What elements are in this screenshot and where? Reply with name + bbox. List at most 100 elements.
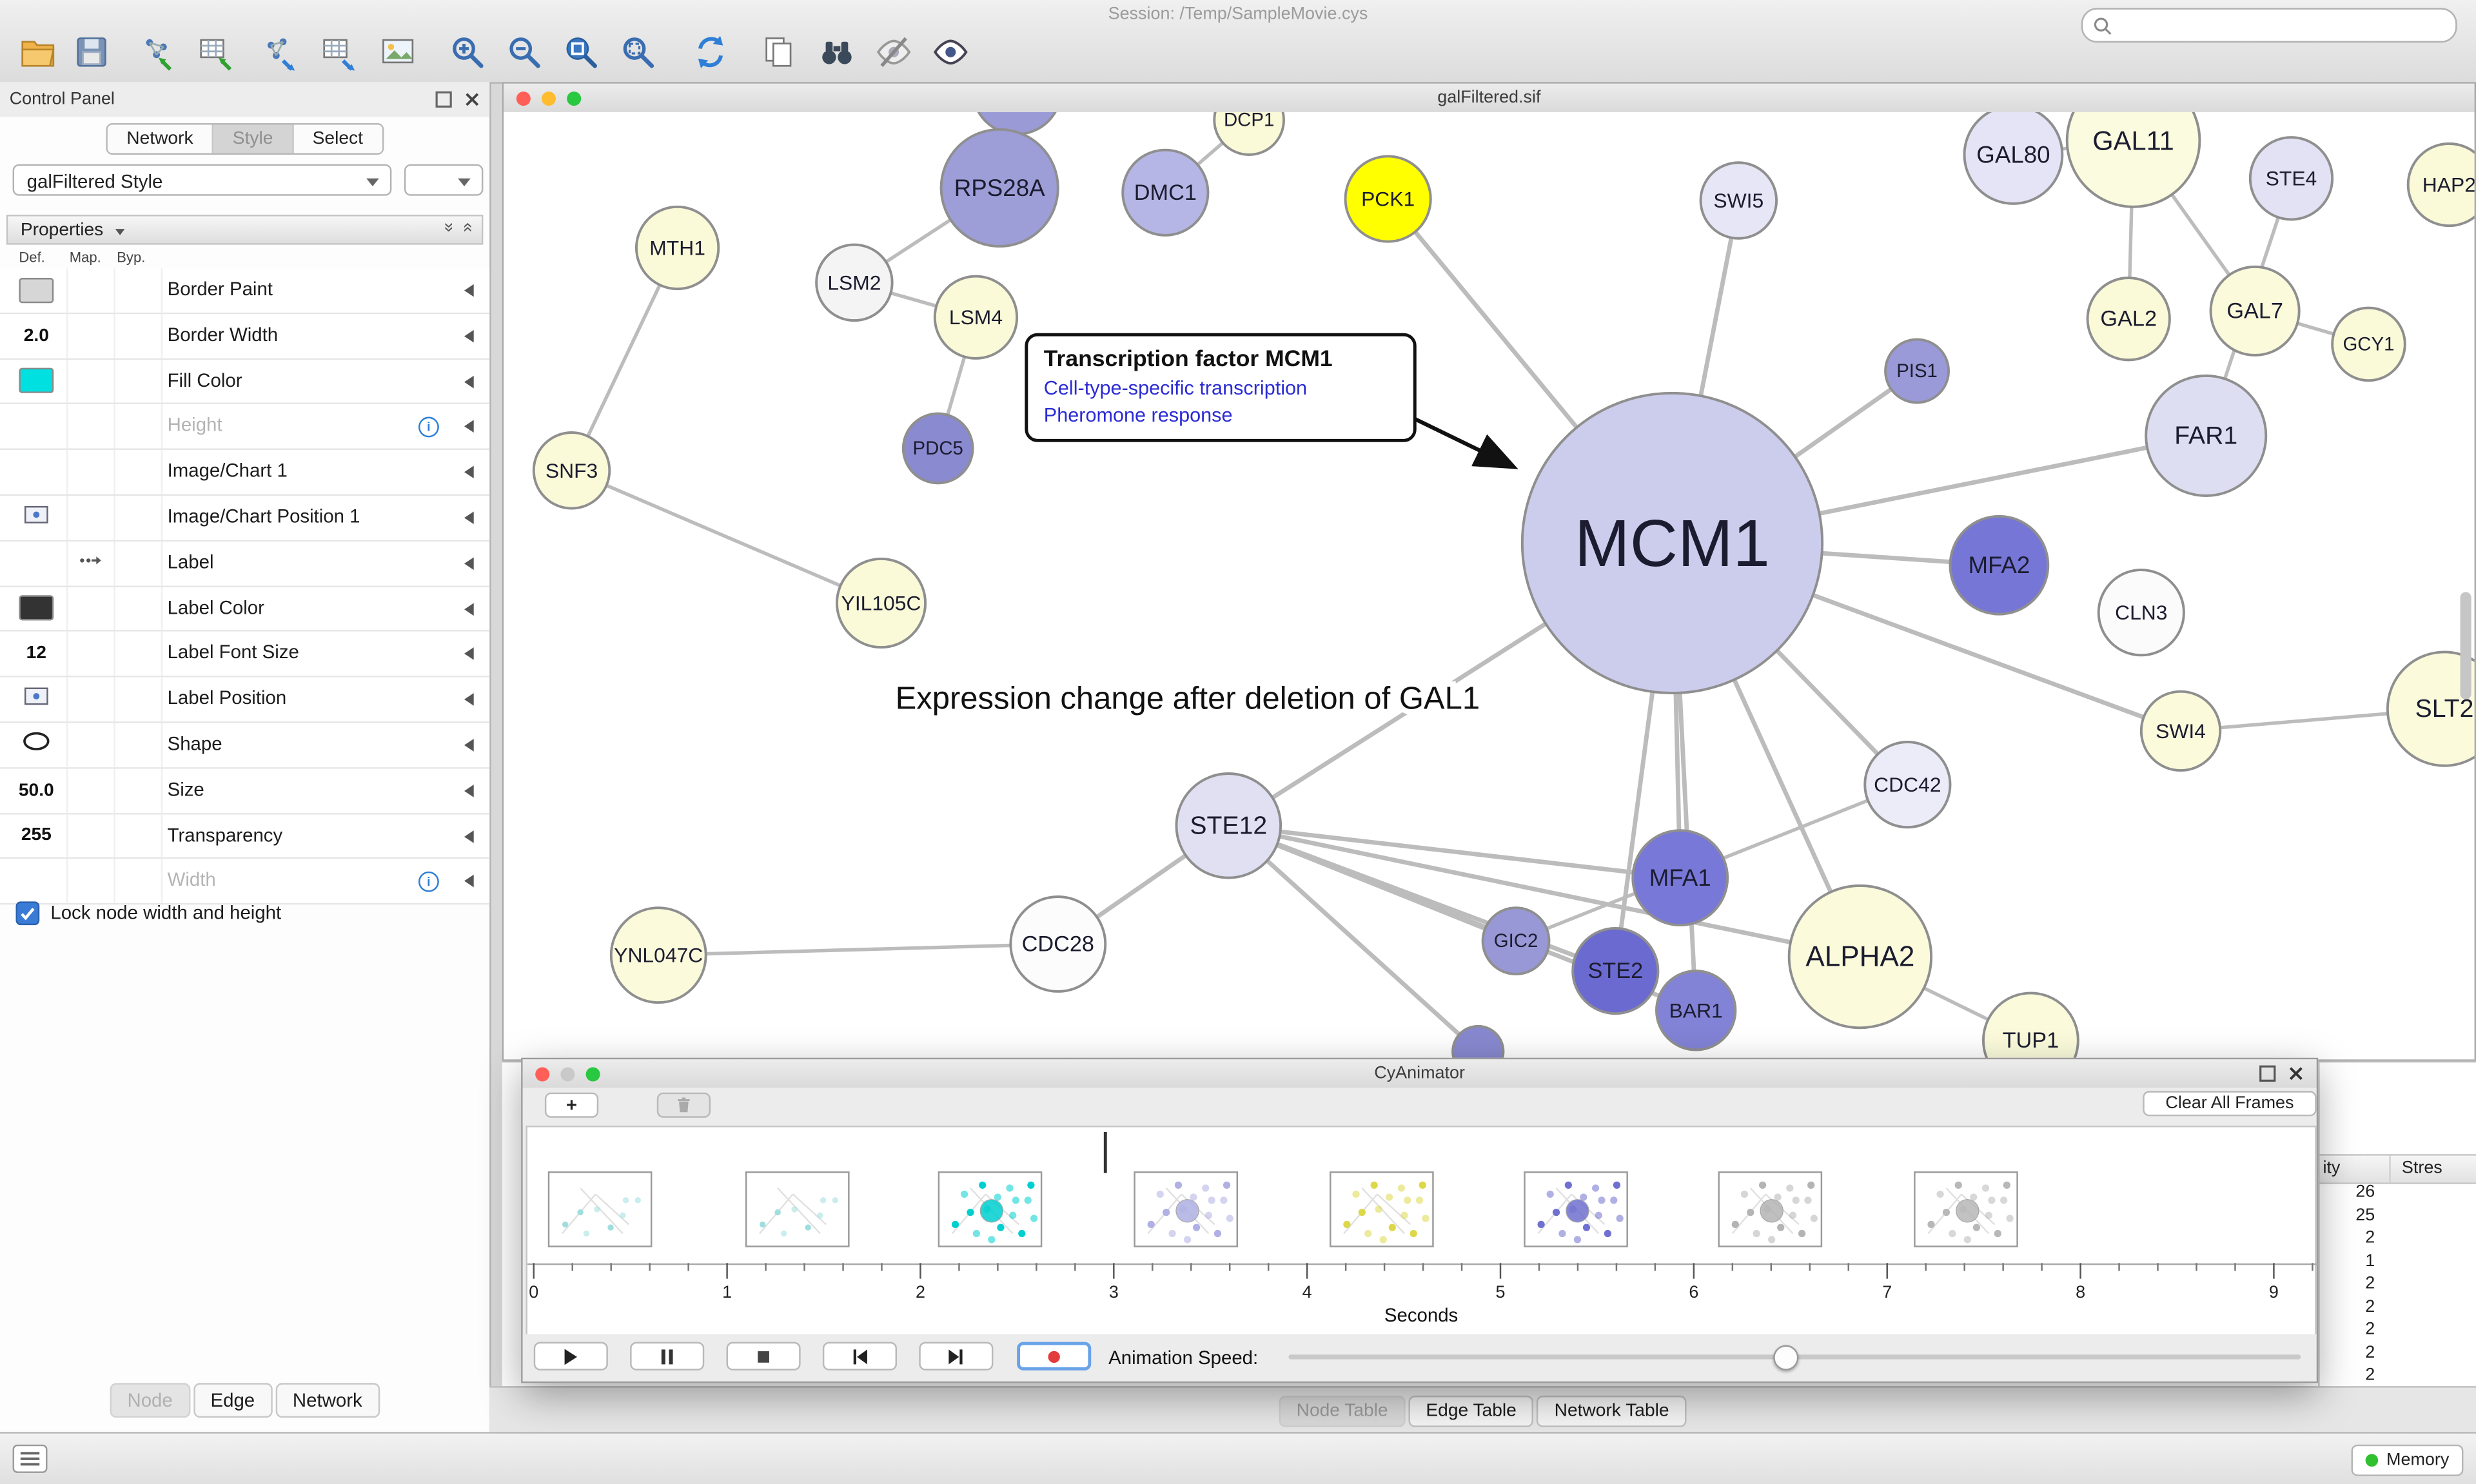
table-row[interactable]: 2 [2320,1343,2476,1366]
frame-thumbnail-7[interactable] [1914,1171,2018,1247]
info-icon[interactable]: i [418,416,439,437]
table-row[interactable]: 1 [2320,1251,2476,1274]
network-node-rps28a[interactable]: RPS28A [941,130,1058,246]
network-node-dmc1[interactable]: DMC1 [1123,150,1208,235]
bypass-cell[interactable] [113,450,162,494]
frame-thumbnail-4[interactable] [1330,1171,1434,1247]
expand-row-icon[interactable] [464,466,474,479]
network-node-bar1[interactable]: BAR1 [1656,971,1735,1050]
expand-row-icon[interactable] [464,830,474,843]
annotation-link[interactable]: Cell-type-specific transcription [1044,377,1398,399]
network-node-ynl047c[interactable]: YNL047C [611,908,706,1002]
bypass-cell[interactable] [113,768,162,812]
expand-row-icon[interactable] [464,875,474,888]
property-row-border-width[interactable]: 2.0Border Width [0,314,489,360]
network-node-p3[interactable] [1453,1026,1503,1059]
bypass-cell[interactable] [113,632,162,676]
property-row-image-chart-position-1[interactable]: Image/Chart Position 1 [0,496,489,542]
network-node-ste4[interactable]: STE4 [2250,137,2332,219]
info-icon[interactable]: i [418,871,439,892]
network-node-mfa2[interactable]: MFA2 [1950,516,2048,614]
expand-row-icon[interactable] [464,329,474,342]
property-row-label-color[interactable]: Label Color [0,587,489,632]
column-header-stress[interactable]: Stres [2402,1159,2442,1178]
property-row-shape[interactable]: Shape [0,723,489,769]
property-row-label-font-size[interactable]: 12Label Font Size [0,632,489,678]
mapping-cell[interactable] [66,587,115,630]
annotation-link[interactable]: Pheromone response [1044,404,1398,426]
mapping-cell[interactable] [66,541,115,585]
mapping-cell[interactable] [66,314,115,358]
close-panel-icon[interactable] [2285,1062,2307,1084]
bypass-cell[interactable] [113,723,162,767]
pause-button[interactable] [630,1342,704,1371]
default-value-cell[interactable] [6,496,68,540]
network-node-lsm4[interactable]: LSM4 [935,277,1017,358]
frame-thumbnail-2[interactable] [938,1171,1043,1247]
expand-row-icon[interactable] [464,284,474,297]
node-table-header[interactable]: ity Stres [2320,1154,2476,1184]
expand-row-icon[interactable] [464,648,474,661]
tab-node[interactable]: Node [110,1383,190,1418]
mapping-cell[interactable] [66,632,115,676]
bypass-cell[interactable] [113,814,162,858]
expand-row-icon[interactable] [464,511,474,524]
network-vertical-scrollbar[interactable] [2461,592,2471,699]
network-node-yil105c[interactable]: YIL105C [837,559,925,647]
expand-row-icon[interactable] [464,602,474,615]
property-row-label-position[interactable]: Label Position [0,678,489,723]
search-box[interactable] [2081,8,2457,43]
table-row[interactable]: 25 [2320,1206,2476,1229]
network-node-lsm2[interactable]: LSM2 [816,245,892,321]
delete-frame-button[interactable] [657,1093,711,1118]
export-image-icon[interactable] [379,33,420,74]
tab-network[interactable]: Network [275,1383,380,1418]
default-value-cell[interactable] [6,450,68,494]
table-row[interactable]: 26 [2320,1182,2476,1206]
expand-row-icon[interactable] [464,375,474,388]
tab-network-table[interactable]: Network Table [1537,1395,1687,1427]
network-node-cdc42[interactable]: CDC42 [1865,742,1950,827]
mapping-cell[interactable] [66,814,115,858]
mapping-cell[interactable] [66,268,115,312]
bypass-cell[interactable] [113,268,162,312]
property-row-transparency[interactable]: 255Transparency [0,814,489,860]
record-button[interactable] [1017,1342,1091,1371]
network-node-pdc5[interactable]: PDC5 [903,414,973,483]
zoom-fit-icon[interactable] [562,33,604,74]
mapping-cell[interactable] [66,768,115,812]
property-row-image-chart-1[interactable]: Image/Chart 1 [0,450,489,496]
tab-select[interactable]: Select [293,124,382,153]
table-row[interactable]: 2 [2320,1274,2476,1297]
import-table-icon[interactable] [196,33,237,74]
zoom-out-icon[interactable] [506,33,547,74]
expand-row-icon[interactable] [464,420,474,433]
bypass-cell[interactable] [113,405,162,449]
network-node-swi5[interactable]: SWI5 [1701,162,1777,239]
network-node-gal11[interactable]: GAL11 [2067,112,2200,207]
speed-slider-thumb[interactable] [1773,1344,1798,1369]
open-session-icon[interactable] [19,33,60,74]
zoom-selected-icon[interactable] [619,33,660,74]
bypass-cell[interactable] [113,587,162,630]
network-node-cdc28[interactable]: CDC28 [1010,897,1105,991]
default-value-cell[interactable]: 255 [6,814,68,858]
default-value-cell[interactable] [6,678,68,721]
network-node-gic2[interactable]: GIC2 [1483,908,1549,974]
network-node-dcp1[interactable]: DCP1 [1214,112,1284,155]
find-icon[interactable] [818,33,860,74]
search-input[interactable] [2121,11,2443,39]
table-row[interactable]: 2 [2320,1228,2476,1251]
default-value-cell[interactable]: 50.0 [6,768,68,812]
network-node-hap2[interactable]: HAP2 [2408,144,2475,226]
network-node-mth1[interactable]: MTH1 [636,207,718,289]
save-session-icon[interactable] [73,33,114,74]
default-value-cell[interactable] [6,587,68,630]
default-value-cell[interactable] [6,541,68,585]
skip-to-start-button[interactable] [823,1342,897,1371]
default-value-cell[interactable] [6,268,68,312]
zoom-in-icon[interactable] [449,33,490,74]
network-node-pck1[interactable]: PCK1 [1346,156,1431,241]
frame-thumbnail-1[interactable] [745,1171,850,1247]
network-canvas[interactable]: Expression change after deletion of GAL1… [504,112,2474,1059]
